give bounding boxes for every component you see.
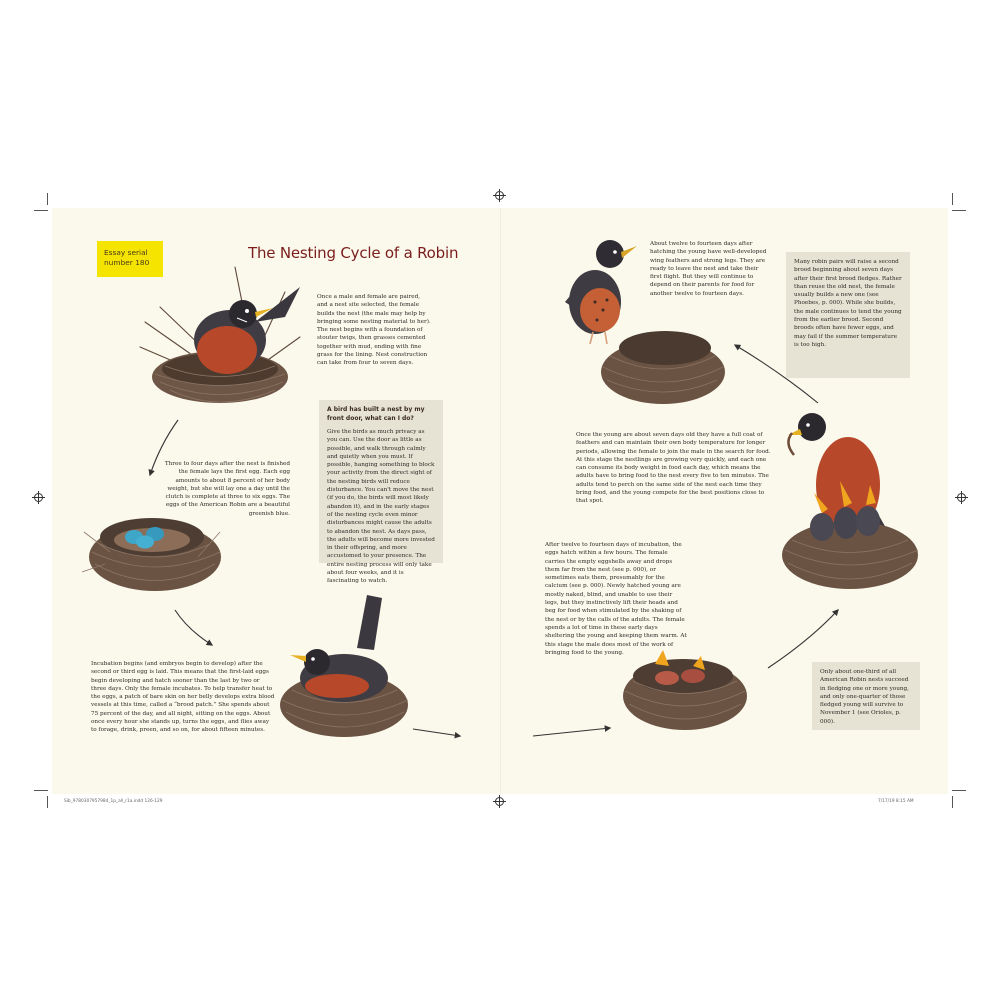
second-brood-sidebar: Many robin pairs will raise a second bro… (786, 252, 910, 378)
nest-building-paragraph: Once a male and female are paired, and a… (317, 294, 431, 367)
registration-mark (32, 491, 45, 504)
fledging-paragraph: About twelve to fourteen days after hatc… (650, 241, 767, 297)
hatching-paragraph: After twelve to fourteen days of incubat… (545, 542, 687, 656)
crop-mark (47, 193, 48, 205)
growing-nestlings-paragraph: Once the young are about seven days old … (576, 432, 771, 505)
crop-mark (952, 796, 953, 808)
print-slug-left: Sib_9780307957984_1p_all_r1a.indd 126-12… (64, 799, 163, 804)
robin-feeding-nestlings-illustration (782, 413, 919, 589)
robin-incubating-illustration (280, 595, 409, 737)
sidebar-body: Many robin pairs will raise a second bro… (794, 259, 902, 348)
gutter (500, 208, 501, 794)
front-door-sidebar: A bird has built a nest by my front door… (319, 400, 443, 584)
sidebar-body: Give the birds as much privacy as you ca… (327, 429, 435, 585)
sidebar-body: Only about one-third of all American Rob… (820, 669, 909, 725)
registration-mark (955, 491, 968, 504)
fledgling-with-empty-nest-illustration (565, 240, 725, 404)
robin-building-nest-illustration (139, 266, 301, 403)
print-slug-right: 7/17/19 8:15 AM (878, 799, 914, 804)
crop-mark (952, 210, 966, 211)
badge-line: number 180 (104, 258, 150, 267)
crop-mark (34, 210, 48, 211)
nest-with-eggs-illustration (81, 518, 221, 591)
crop-mark (47, 796, 48, 808)
crop-mark (952, 193, 953, 205)
registration-mark (493, 189, 506, 202)
crop-mark (952, 790, 966, 791)
registration-mark (493, 795, 506, 808)
success-rate-sidebar: Only about one-third of all American Rob… (812, 662, 920, 730)
incubation-paragraph: Incubation begins (and embryos begin to … (91, 661, 275, 734)
crop-mark (34, 790, 48, 791)
page-title: The Nesting Cycle of a Robin (248, 244, 459, 262)
egg-laying-paragraph: Three to four days after the nest is fin… (164, 461, 290, 517)
badge-line: Essay serial (104, 248, 148, 257)
essay-serial-badge: Essay serial number 180 (97, 241, 163, 277)
sidebar-heading: A bird has built a nest by my front door… (327, 406, 425, 422)
nest-with-hatchlings-illustration (623, 650, 747, 730)
